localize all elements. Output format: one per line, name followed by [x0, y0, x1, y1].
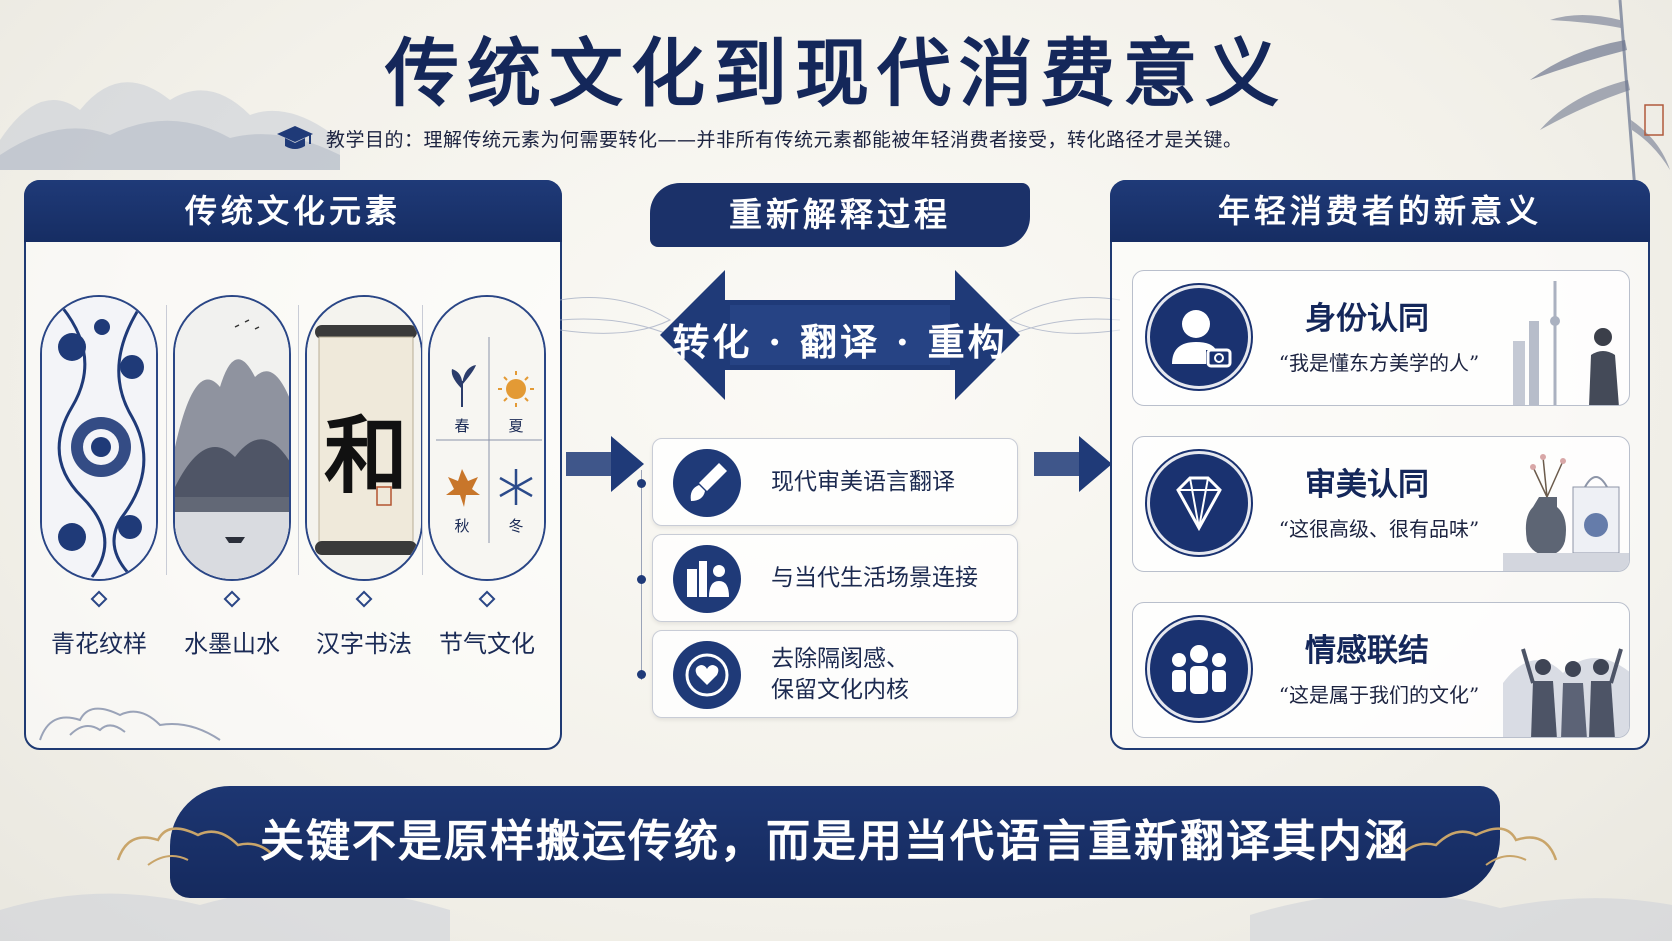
card-quote: “我是懂东方美学的人”	[1278, 351, 1480, 375]
diamond-icon	[1147, 451, 1251, 555]
element-label: 青花纹样	[51, 630, 147, 658]
sprout-icon	[451, 365, 476, 407]
heart-target-icon	[673, 641, 741, 709]
double-arrow-shape	[560, 270, 1120, 400]
card-title: 身份认同	[1305, 301, 1429, 337]
snowflake-icon	[499, 469, 533, 505]
step-text: 与当代生活场景连接	[771, 565, 978, 592]
calligraphy-capsule: 和	[305, 295, 423, 581]
porcelain-pattern-capsule	[40, 295, 158, 581]
sun-icon	[498, 371, 534, 407]
transform-keywords: 转化 · 翻译 · 重构	[672, 320, 1008, 364]
card-emotion: 情感联结 “这是属于我们的文化”	[1132, 602, 1630, 738]
step-dot	[637, 670, 646, 679]
step-text: 去除隔阂感、 保留文化内核	[771, 631, 909, 719]
season-spring: 春	[454, 417, 470, 435]
step-text: 现代审美语言翻译	[771, 469, 955, 496]
card-aesthetic: 审美认同 “这很高级、很有品味”	[1132, 436, 1630, 572]
center-to-right-arrow	[1034, 436, 1112, 492]
season-autumn: 秋	[454, 517, 470, 535]
card-title: 审美认同	[1305, 467, 1429, 503]
conclusion-text: 关键不是原样搬运传统，而是用当代语言重新翻译其内涵	[260, 816, 1410, 867]
right-panel-title: 年轻消费者的新意义	[1110, 180, 1650, 242]
solar-terms-capsule: 春 夏 秋 冬	[428, 295, 546, 581]
solar-terms-icon	[430, 297, 544, 579]
step-life-connection: 与当代生活场景连接	[652, 534, 1018, 622]
left-panel-title: 传统文化元素	[24, 180, 562, 242]
card-quote: “这是属于我们的文化”	[1278, 683, 1480, 707]
ink-landscape-icon	[175, 297, 289, 579]
step-text-line1: 去除隔阂感、	[771, 645, 909, 672]
page-title: 传统文化到现代消费意义	[385, 31, 1287, 117]
element-label: 汉字书法	[316, 630, 412, 658]
maple-leaf-icon	[446, 469, 480, 507]
center-title: 重新解释过程	[650, 183, 1030, 247]
porcelain-pattern-icon	[42, 297, 156, 579]
step-text-line2: 保留文化内核	[771, 677, 909, 703]
card-identity: 身份认同 “我是懂东方美学的人”	[1132, 270, 1630, 406]
group-icon	[1147, 617, 1251, 721]
left-to-center-arrow	[566, 436, 644, 492]
season-summer: 夏	[508, 417, 524, 435]
calligraphy-scroll-icon	[307, 297, 421, 579]
step-dot	[637, 575, 646, 584]
card-title: 情感联结	[1305, 633, 1429, 669]
step-dot	[637, 479, 646, 488]
ink-landscape-capsule	[173, 295, 291, 581]
season-winter: 冬	[508, 517, 524, 535]
calligraphy-glyph: 和	[323, 406, 408, 505]
subtitle: 教学目的：理解传统元素为何需要转化——并非所有传统元素都能被年轻消费者接受，转化…	[326, 128, 1243, 151]
subtitle-row: 教学目的：理解传统元素为何需要转化——并非所有传统元素都能被年轻消费者接受，转化…	[276, 122, 1243, 154]
step-remove-barrier: 去除隔阂感、 保留文化内核	[652, 630, 1018, 718]
step-aesthetic-translation: 现代审美语言翻译	[652, 438, 1018, 526]
element-label: 节气文化	[439, 630, 535, 658]
city-person-icon	[673, 545, 741, 613]
graduation-cap-icon	[277, 126, 313, 149]
city-skyline-illustration	[1513, 281, 1619, 405]
brush-icon	[673, 449, 741, 517]
friends-illustration	[1503, 648, 1629, 737]
conclusion-banner	[170, 786, 1500, 898]
card-quote: “这很高级、很有品味”	[1278, 517, 1480, 541]
user-camera-icon	[1147, 285, 1251, 389]
element-label: 水墨山水	[184, 630, 280, 658]
vase-bag-illustration	[1503, 454, 1629, 571]
